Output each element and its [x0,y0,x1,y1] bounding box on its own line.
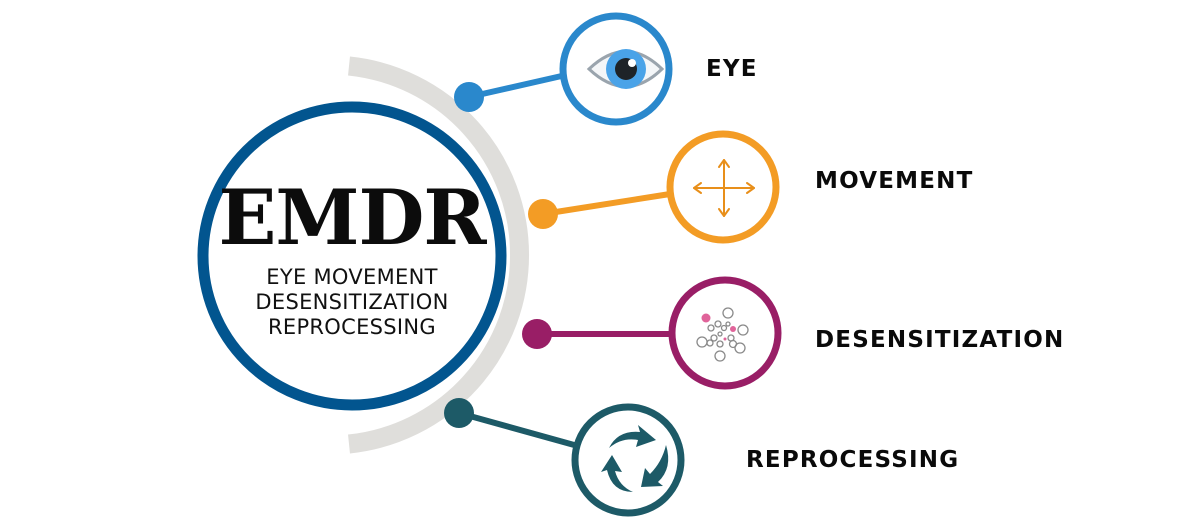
movement-connector-dot [528,199,558,229]
expansion-line-2: DESENSITIZATION [255,290,448,314]
eye-icon [586,49,665,89]
emdr-acronym: EMDR [218,173,487,262]
step-eye [454,12,673,126]
step-label-eye: EYE [706,56,758,82]
step-movement [528,130,780,244]
four-way-arrows-icon [693,159,755,217]
reprocessing-icon-ring [571,403,685,517]
step-label-movement: MOVEMENT [815,168,974,194]
expansion-line-1: EYE MOVEMENT [266,265,437,289]
desensitization-connector-dot [522,319,552,349]
step-desensitization [522,276,782,390]
reprocessing-connector-line [458,410,586,451]
step-label-desensitization: DESENSITIZATION [815,327,1065,353]
desensitization-icon-ring [668,276,782,390]
reprocessing-connector-dot [444,398,474,428]
scattering-bubbles-icon [696,307,749,362]
movement-connector-line [542,191,671,217]
step-label-reprocessing: REPROCESSING [746,447,960,473]
expansion-line-3: REPROCESSING [268,315,436,339]
step-reprocessing [444,398,685,517]
recycle-arrows-icon [601,425,669,492]
emdr-main-circle [197,101,507,411]
eye-connector-line [468,72,567,100]
eye-connector-dot [454,82,484,112]
grey-arc [348,56,529,454]
